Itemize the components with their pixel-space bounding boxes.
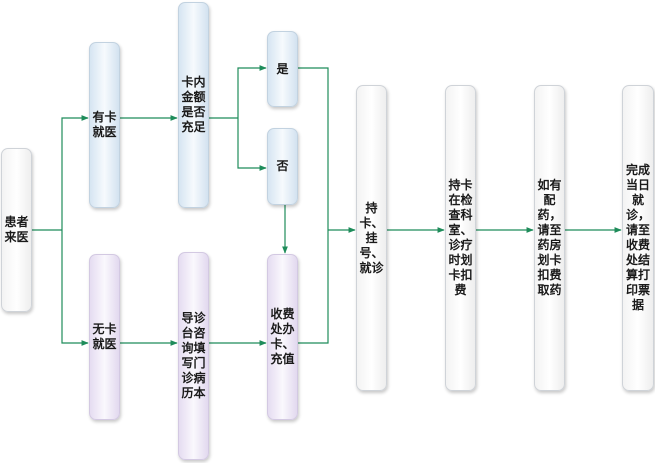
- node-exam-pay-label: 持卡在检查科室、诊疗时划卡扣费: [448, 178, 473, 297]
- link-split-no-card: [61, 230, 89, 346]
- node-settle: 完成当日就诊，请至收费处结算打印票据: [622, 85, 654, 391]
- node-cashier: 收费处办卡、充值: [267, 254, 298, 420]
- node-yes: 是: [267, 31, 298, 107]
- node-no-card-label: 无卡就医: [92, 322, 117, 351]
- node-cashier-label: 收费处办卡、充值: [270, 307, 295, 366]
- node-no: 否: [267, 128, 298, 205]
- node-patient-arrives: 患者来医: [1, 148, 32, 312]
- node-pharmacy: 如有配药，请至药房划卡扣费取药: [534, 85, 565, 391]
- node-register: 持卡、挂号、就诊: [356, 85, 387, 391]
- node-fill-record: 导诊台咨询填写门诊病历本: [178, 252, 209, 460]
- node-has-card-label: 有卡就医: [92, 110, 117, 139]
- node-yes-label: 是: [276, 61, 289, 76]
- node-balance-check: 卡内金额是否充足: [178, 2, 209, 208]
- node-no-label: 否: [276, 159, 289, 173]
- node-register-label: 持卡、挂号、就诊: [359, 200, 384, 275]
- node-patient-arrives-label: 患者来医: [4, 215, 29, 244]
- node-settle-label: 完成当日就诊，请至收费处结算打印票据: [625, 163, 650, 312]
- node-pharmacy-label: 如有配药，请至药房划卡扣费取药: [537, 178, 562, 297]
- node-no-card: 无卡就医: [89, 254, 120, 420]
- link-yes-merge: [298, 67, 329, 230]
- link-cashier-merge: [298, 230, 329, 344]
- node-balance-check-label: 卡内金额是否充足: [181, 75, 206, 134]
- node-exam-pay: 持卡在检查科室、诊疗时划卡扣费: [445, 85, 476, 391]
- node-fill-record-label: 导诊台咨询填写门诊病历本: [181, 311, 206, 400]
- link-balance-no: [237, 118, 267, 171]
- node-has-card: 有卡就医: [89, 42, 120, 208]
- link-balance-yes: [237, 65, 267, 118]
- link-split-has-card: [61, 115, 89, 230]
